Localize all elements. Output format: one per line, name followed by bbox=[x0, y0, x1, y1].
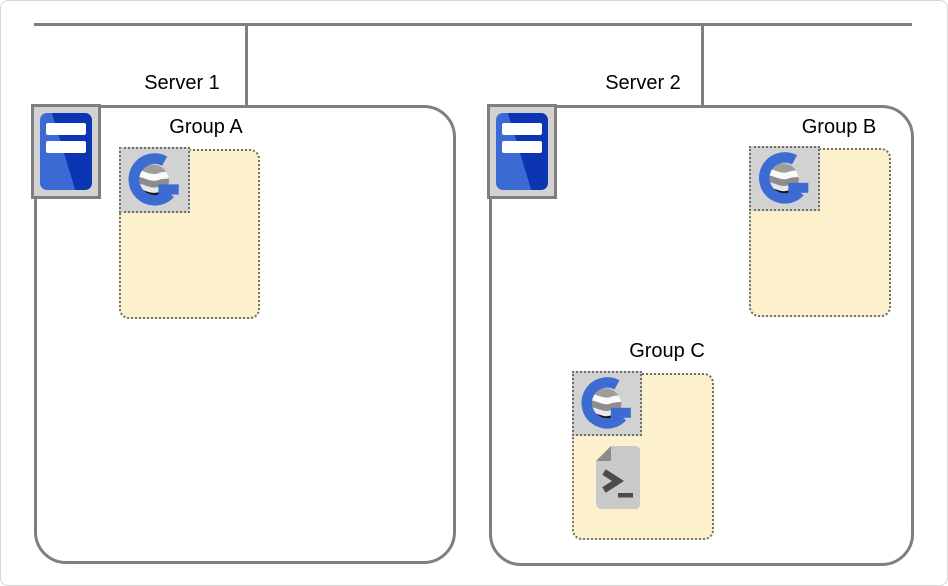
server-tower-icon bbox=[487, 104, 557, 199]
group-a-label: Group A bbox=[169, 116, 243, 138]
g-logo-icon bbox=[119, 147, 190, 213]
server-2-connector-line bbox=[701, 25, 704, 105]
g-logo-icon bbox=[749, 146, 820, 211]
server-1-connector-line bbox=[245, 25, 248, 105]
group-b-label: Group B bbox=[801, 116, 877, 138]
server-1-label: Server 1 bbox=[144, 72, 220, 94]
network-bus-line bbox=[34, 23, 912, 26]
group-c-label: Group C bbox=[629, 340, 705, 362]
server-2-label: Server 2 bbox=[605, 72, 681, 94]
script-icon bbox=[595, 445, 641, 511]
server-tower-icon bbox=[31, 104, 101, 199]
g-logo-icon bbox=[572, 371, 642, 436]
